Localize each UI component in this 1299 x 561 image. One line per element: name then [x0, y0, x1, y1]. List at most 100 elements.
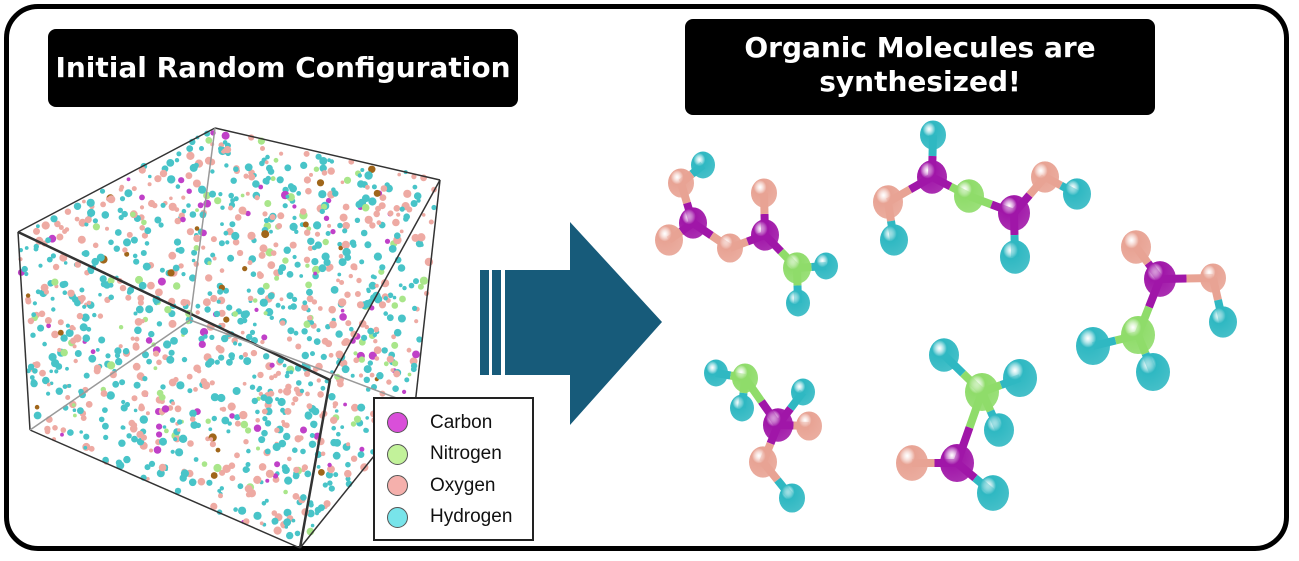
particle [342, 247, 351, 257]
legend-label: Hydrogen [430, 506, 513, 528]
particle [77, 235, 86, 244]
particle [84, 216, 92, 224]
particle [390, 368, 395, 372]
particle [201, 461, 208, 467]
particle [133, 311, 138, 316]
particle [191, 258, 196, 263]
particle [313, 166, 320, 172]
particle [378, 202, 386, 210]
particle [181, 208, 187, 214]
particle [186, 151, 195, 160]
particle [304, 411, 313, 420]
particle [379, 194, 387, 202]
particle [282, 257, 289, 264]
hydrogen-atom [704, 359, 728, 387]
particle [269, 229, 273, 234]
particle [293, 466, 300, 474]
box-edge [17, 127, 216, 233]
particle [292, 493, 300, 500]
particle [174, 217, 182, 225]
particle [137, 299, 144, 306]
particle [65, 366, 69, 371]
particle [50, 253, 57, 259]
particle [289, 370, 294, 375]
particle [73, 413, 77, 418]
particle [206, 479, 213, 486]
particle [340, 180, 345, 185]
particle [186, 203, 191, 208]
particle [321, 252, 330, 261]
particle [237, 483, 244, 490]
particle [187, 440, 194, 447]
particle [368, 165, 376, 173]
particle [286, 271, 294, 278]
oxygen-atom [668, 168, 694, 198]
particle [281, 305, 286, 310]
particle [283, 246, 291, 254]
particle [211, 415, 217, 422]
particle [294, 435, 302, 443]
particle [303, 150, 310, 157]
particle [181, 272, 186, 277]
particle [156, 359, 162, 366]
particle [131, 435, 138, 443]
particle [234, 420, 241, 427]
particle [249, 384, 256, 390]
particle [98, 416, 105, 423]
particle [218, 493, 223, 499]
particle [133, 408, 138, 413]
particle [357, 451, 365, 458]
particle [308, 502, 314, 508]
particle [269, 214, 276, 221]
particle [199, 146, 204, 151]
particle [360, 229, 368, 237]
particle [30, 332, 36, 338]
hydrogen-swatch [387, 506, 408, 528]
particle [353, 415, 362, 423]
particle [289, 184, 297, 193]
particle [373, 252, 382, 261]
oxygen-atom [1031, 161, 1059, 193]
particle [373, 210, 381, 218]
particle [124, 189, 133, 198]
particle [86, 300, 92, 305]
particle [46, 323, 51, 329]
particle [359, 259, 365, 265]
particle [168, 349, 175, 356]
particle [268, 390, 275, 397]
particle [213, 463, 222, 473]
particle [36, 224, 40, 229]
particle [41, 221, 50, 230]
particle [100, 280, 108, 288]
box-edge [189, 127, 216, 321]
particle [52, 263, 60, 271]
particle [24, 271, 29, 277]
particle [255, 409, 260, 415]
particle [122, 348, 130, 355]
particle [233, 341, 238, 346]
particle [378, 301, 387, 309]
particle [209, 437, 214, 442]
oxygen-atom [896, 445, 928, 481]
particle [72, 408, 77, 413]
particle [345, 461, 351, 468]
particle [279, 297, 284, 302]
legend: Carbon Nitrogen Oxygen Hydrogen [373, 397, 534, 541]
particle [88, 267, 95, 275]
particle [260, 146, 265, 151]
particle [241, 317, 248, 324]
particle [246, 448, 251, 454]
particle [310, 523, 315, 528]
particle [245, 427, 252, 434]
particle [101, 211, 110, 219]
particle [221, 131, 230, 140]
particle [100, 390, 108, 397]
particle [392, 385, 399, 393]
particle [376, 372, 384, 380]
particle [350, 455, 358, 462]
particle [325, 324, 331, 330]
hydrogen-atom [691, 151, 715, 179]
particle [371, 184, 377, 190]
particle [229, 413, 235, 419]
particle [365, 416, 370, 420]
